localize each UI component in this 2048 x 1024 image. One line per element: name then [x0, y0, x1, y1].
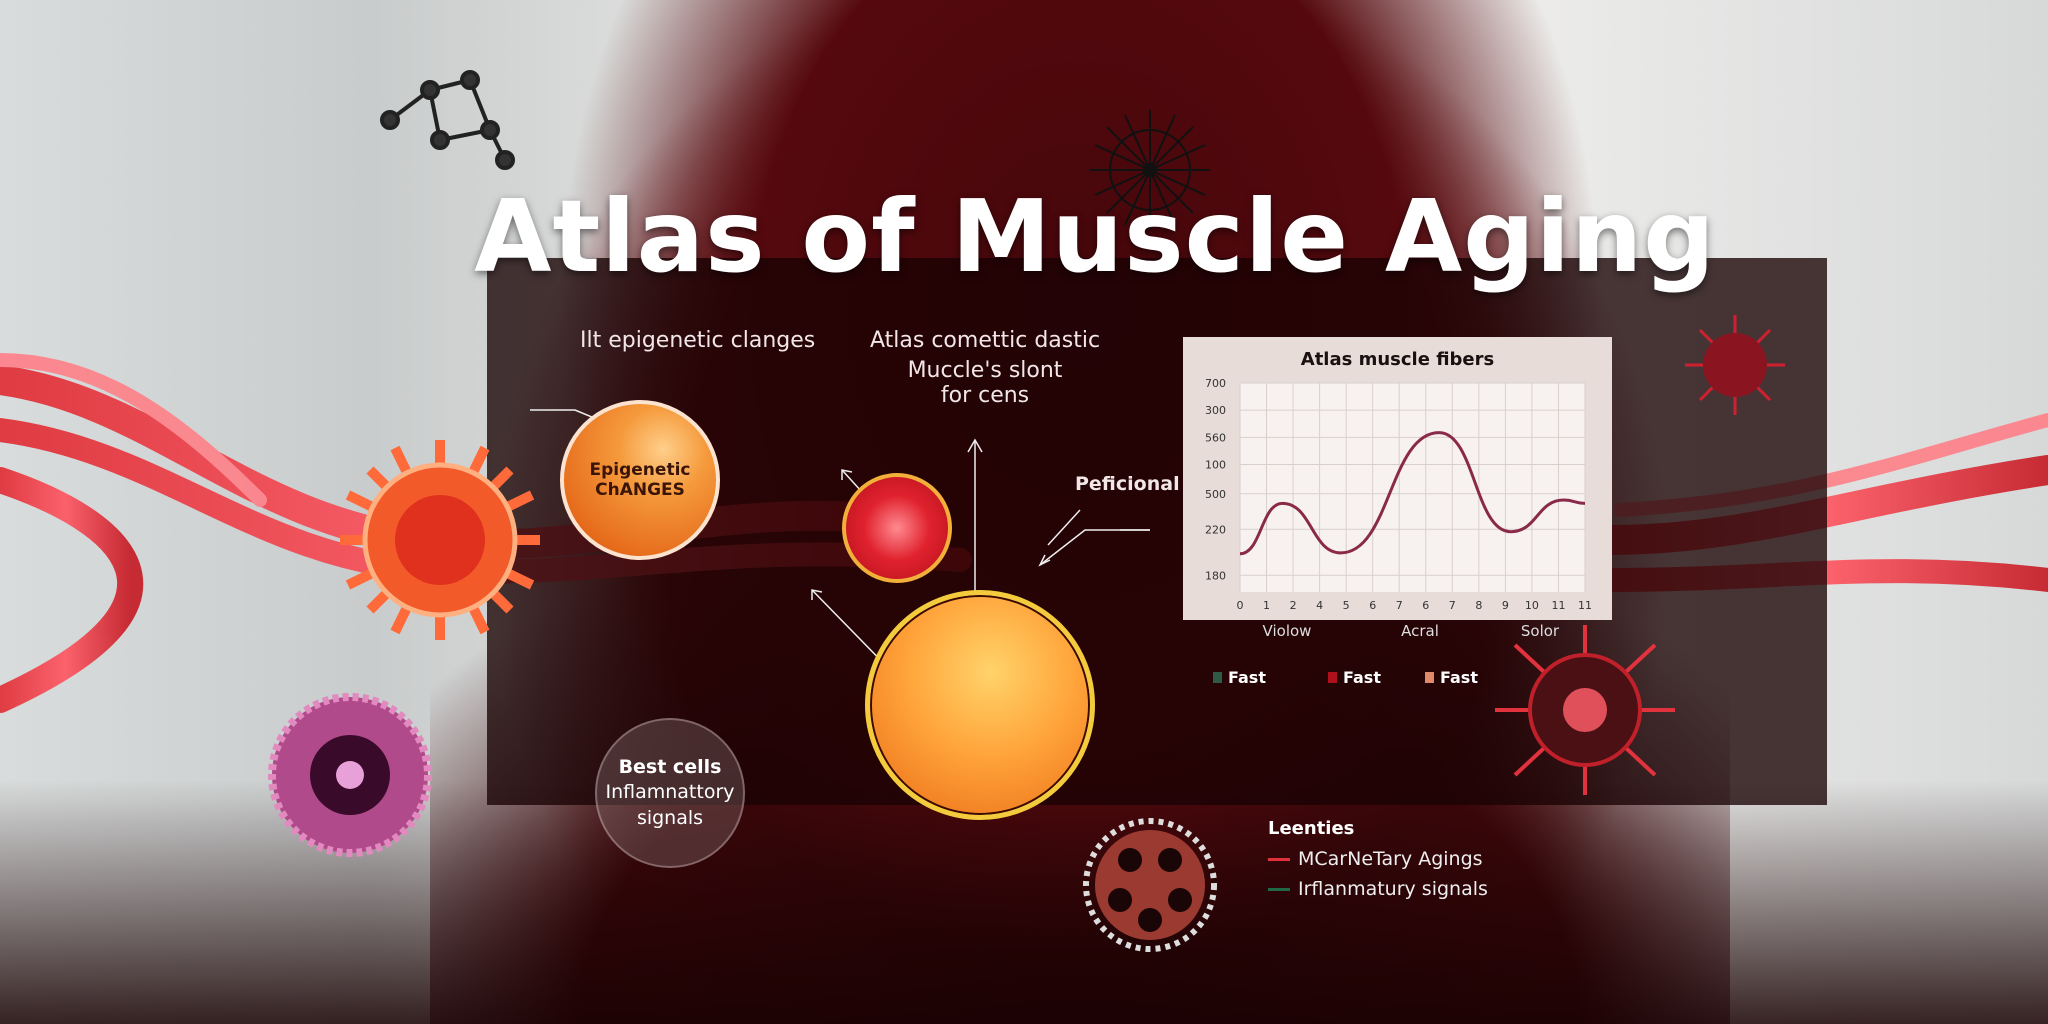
- legend-label: Irflanmatury signals: [1298, 878, 1488, 900]
- x-tick-label: 1: [1263, 599, 1270, 612]
- x-tick-label: 9: [1502, 599, 1509, 612]
- epigenetic-changes-circle: Epigenetic ChANGES: [560, 400, 720, 560]
- legend-swatch: [1213, 672, 1222, 683]
- molecule-icon: [380, 70, 515, 170]
- immune-cell-icon: [268, 693, 432, 857]
- x-tick-label: 2: [1290, 599, 1297, 612]
- x-tick-label: 6: [1369, 599, 1376, 612]
- inflammatory-line2: signals: [636, 806, 704, 829]
- plot-area: [1240, 383, 1585, 592]
- legend-title: Leenties: [1268, 818, 1355, 839]
- virus-icon: [340, 440, 540, 640]
- x-tick-label: 7: [1449, 599, 1456, 612]
- y-tick-label: 700: [1205, 377, 1226, 390]
- legend-item: Irflanmatury signals: [1268, 878, 1488, 900]
- neuron-icon: [1090, 110, 1210, 230]
- y-tick-label: 220: [1205, 523, 1226, 536]
- legend-label: Fast: [1440, 668, 1478, 687]
- legend-label: Fast: [1343, 668, 1381, 687]
- category-label: Solor: [1520, 622, 1560, 640]
- category-label: Violow: [1262, 622, 1312, 640]
- legend-item: MCarNeTary Agings: [1268, 848, 1483, 870]
- x-tick-label: 0: [1237, 599, 1244, 612]
- chart-legend-item: Fast: [1425, 668, 1478, 687]
- cell-pore-icon: [1083, 818, 1217, 952]
- legend-swatch: [1268, 857, 1290, 861]
- x-tick-label: 10: [1525, 599, 1539, 612]
- y-tick-label: 560: [1205, 431, 1226, 444]
- x-tick-label: 5: [1343, 599, 1350, 612]
- page-title: Atlas of Muscle Aging: [474, 178, 1716, 295]
- x-tick-label: 6: [1422, 599, 1429, 612]
- y-tick-label: 100: [1205, 459, 1226, 472]
- epigenetic-circle-line2: ChANGES: [595, 480, 685, 500]
- epigenetic-circle-line1: Epigenetic: [589, 459, 691, 480]
- series-line: [1239, 431, 1586, 556]
- x-tick-label: 7: [1396, 599, 1403, 612]
- virus-cluster-icon: [1495, 625, 1675, 795]
- x-tick-label: 8: [1475, 599, 1482, 612]
- x-tick-label: 11: [1578, 599, 1592, 612]
- x-tick-label: 11: [1551, 599, 1565, 612]
- category-label: Acral: [1401, 622, 1439, 640]
- inflammatory-line1: Inflamnattory: [605, 781, 735, 804]
- legend-swatch: [1425, 672, 1434, 683]
- virus-small-icon: [1685, 315, 1785, 415]
- best-cells-label: Best cells: [618, 755, 722, 778]
- line-chart: 0 1 2 4 5 6 7 6 7 8 9 10 11 11 700 300 560 100 500 220 180: [1205, 377, 1592, 612]
- chart-legend-item: Fast: [1213, 668, 1266, 687]
- muscle-tissue-circle: [842, 473, 952, 583]
- atlas-note-line1: Atlas comettic dastic: [870, 328, 1101, 353]
- legend-label: MCarNeTary Agings: [1298, 848, 1483, 870]
- x-tick-label: 4: [1316, 599, 1323, 612]
- atlas-note-line3: for cens: [940, 383, 1030, 408]
- y-tick-label: 180: [1205, 569, 1226, 582]
- legend-swatch: [1268, 887, 1290, 891]
- chart-title: Atlas muscle fibers: [1300, 349, 1495, 370]
- y-tick-label: 300: [1205, 404, 1226, 417]
- legend-swatch: [1328, 672, 1337, 683]
- atlas-note-line2: Muccle's slont: [907, 358, 1063, 383]
- epigenetic-heading: Ilt epigenetic clanges: [580, 328, 816, 353]
- peficional-label: Peficional: [1075, 473, 1180, 495]
- chart-card: Atlas muscle fibers 0 1 2 4 5 6 7 6 7 8 9 10 11 11 700…: [1183, 337, 1612, 620]
- inflammatory-signals-circle: Best cells Inflamnattory signals: [595, 718, 745, 868]
- legend-label: Fast: [1228, 668, 1266, 687]
- chart-legend-item: Fast: [1328, 668, 1381, 687]
- y-tick-label: 500: [1205, 488, 1226, 501]
- muscle-cell-circle: [865, 590, 1095, 820]
